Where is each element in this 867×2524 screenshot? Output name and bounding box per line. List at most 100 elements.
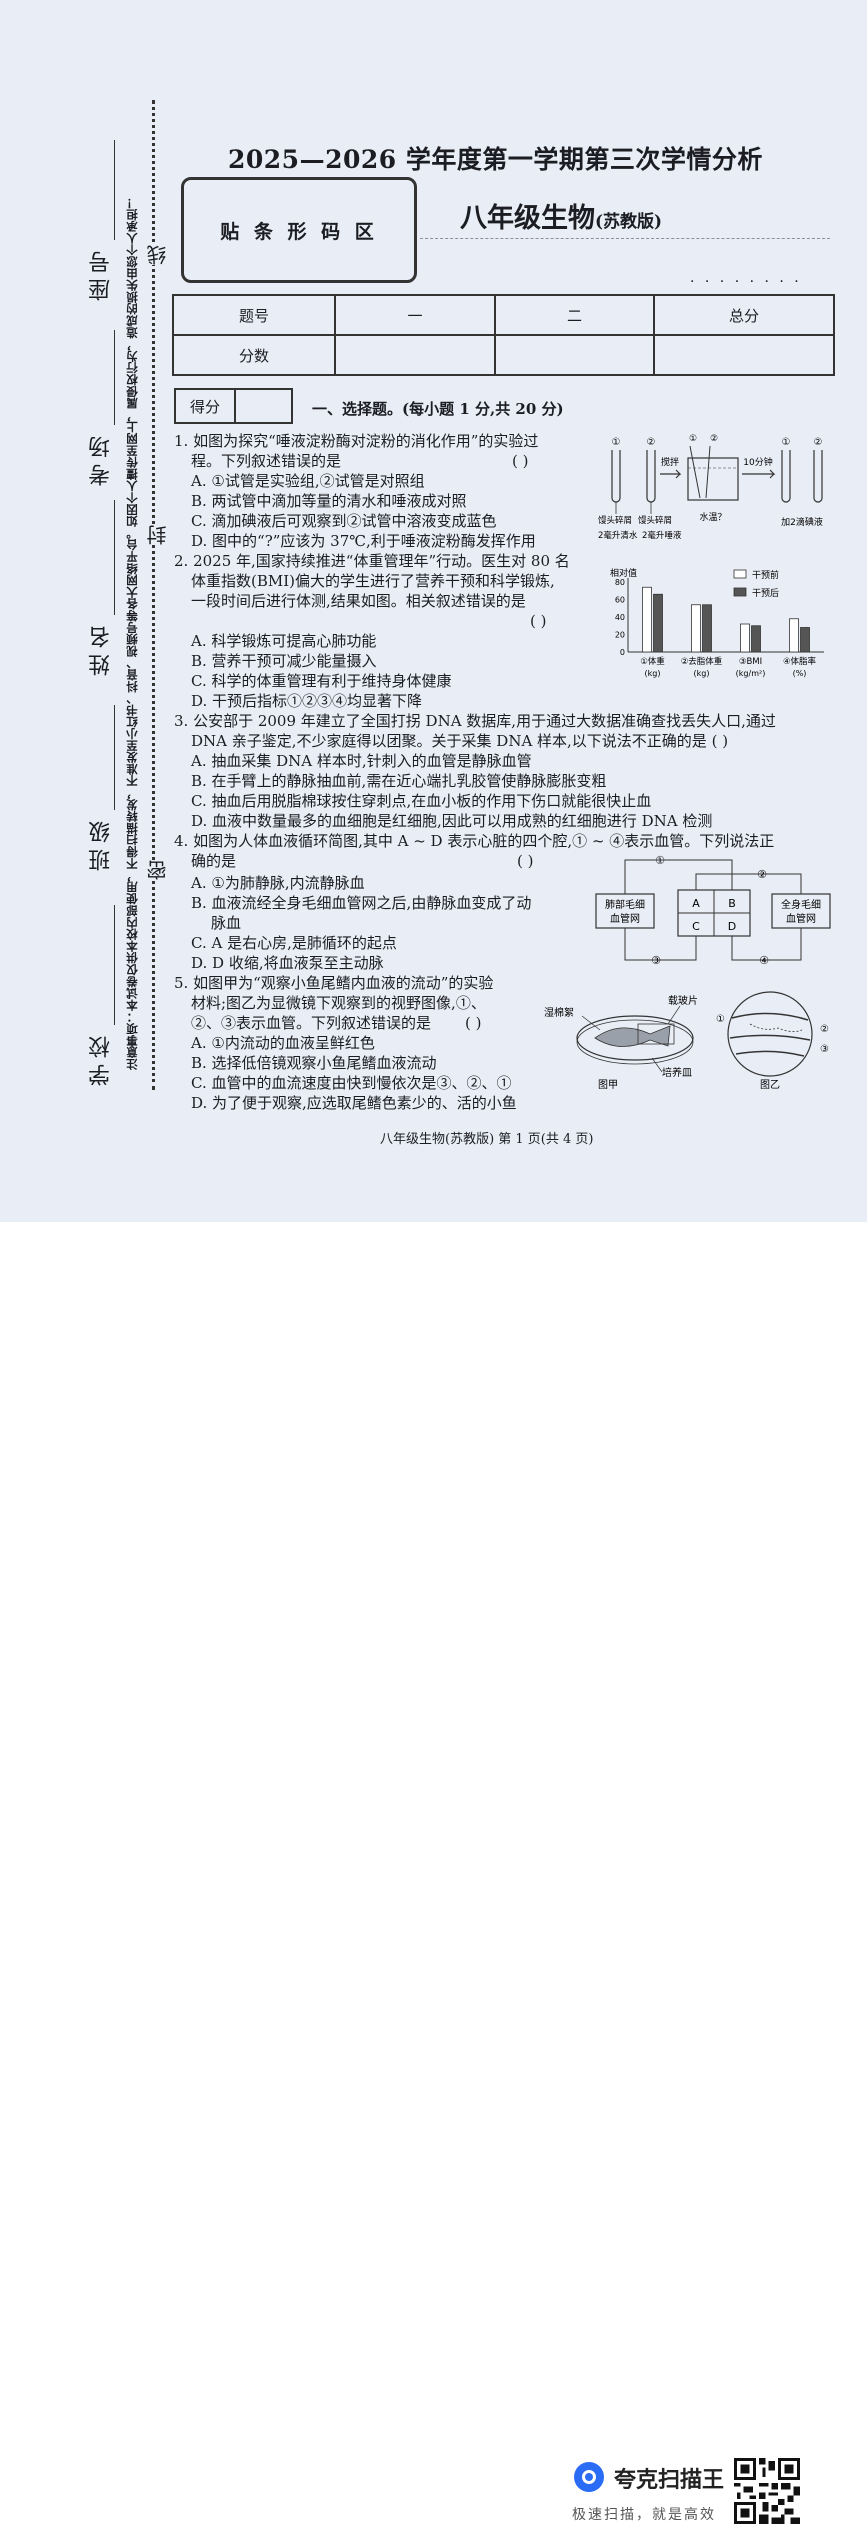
fig-tube-label: ② <box>814 437 823 448</box>
slide <box>637 1023 675 1045</box>
class-label: 班级 <box>89 815 114 871</box>
fig-tube-label: ② <box>710 434 718 444</box>
q1-option-c: C. 滴加碘液后可观察到②试管中溶液变成蓝色 <box>191 512 497 530</box>
q5-option-b: B. 选择低倍镜观察小鱼尾鳍血液流动 <box>191 1054 437 1072</box>
x-tick-label: ④体脂率 <box>783 656 817 667</box>
y-tick-label: 20 <box>615 631 625 640</box>
y-tick-label: 40 <box>615 613 625 622</box>
bmi-chart: 相对值020406080①体重(kg)②去脂体重(kg)③BMI(kg/m²)④… <box>610 567 824 678</box>
legend-label: 干预前 <box>752 569 779 581</box>
score-cell[interactable] <box>494 334 655 376</box>
q4-option-b: B. 血液流经全身毛细血管网之后,由静脉血变成了动 <box>191 894 532 912</box>
stir-label: 搅拌 <box>661 456 679 468</box>
q3-option-a: A. 抽血采集 DNA 样本时,针刺入的血管是静脉血管 <box>191 752 532 770</box>
fig-yi-caption: 图乙 <box>760 1079 780 1091</box>
q4-bracket: ( ) <box>517 852 534 870</box>
header-dashes <box>420 238 830 285</box>
q1-option-a: A. ①试管是实验组,②试管是对照组 <box>191 472 425 490</box>
q5-line3: ②、③表示血管。下列叙述错误的是 <box>191 1014 432 1032</box>
q1-bracket: ( ) <box>512 452 529 470</box>
body-label: 血管网 <box>786 912 816 925</box>
chart-bar <box>740 623 750 653</box>
defen-blank[interactable] <box>236 390 291 422</box>
q5-option-c: C. 血管中的血流速度由快到慢依次是③、②、① <box>191 1074 512 1092</box>
q3-option-b: B. 在手臂上的静脉抽血前,需在近心端扎乳胶管使静脉膨胀变粗 <box>191 772 607 790</box>
crumb-label: 馒头碎屑 <box>638 515 672 526</box>
chart-bar <box>653 593 663 653</box>
crumb-label: 馒头碎屑 <box>598 515 632 526</box>
q4-option-c: C. A 是右心房,是肺循环的起点 <box>191 934 397 952</box>
q1-line1: 1. 如图为探究“唾液淀粉酶对淀粉的消化作用”的实验过 <box>174 432 539 450</box>
arrow <box>742 469 776 479</box>
body-label: 全身毛细 <box>781 898 821 911</box>
fig-jia-caption: 图甲 <box>598 1079 618 1091</box>
seat-label: 座号 <box>89 245 114 301</box>
name-label: 姓名 <box>89 620 114 676</box>
vessel-1-label: ① <box>655 854 665 867</box>
score-table-row: 题号 一 二 总分 <box>172 294 835 336</box>
fig-tube-label: ① <box>689 434 697 444</box>
score-cell: 分数 <box>172 334 336 376</box>
q1-figure: ① ② 搅拌 ① ② 水温？ 10分钟 ① ② 加2滴碘液 馒头碎屑 馒头碎屑 … <box>598 434 823 541</box>
edition: (苏教版) <box>595 212 663 232</box>
page-footer: 八年级生物(苏教版) 第 1 页(共 4 页) <box>380 1132 594 1147</box>
test-tube <box>781 450 791 503</box>
q3-line2: DNA 亲子鉴定,不少家庭得以团聚。关于采集 DNA 样本,以下说法不正确的是 … <box>191 732 729 750</box>
vessel-3 <box>624 928 697 961</box>
wait-label: 10分钟 <box>743 456 772 468</box>
tubes-in-bath <box>689 445 711 499</box>
seal-feng: 封 <box>143 525 172 545</box>
saliva-amount-label: 2毫升唾液 <box>642 530 682 541</box>
q4-line1: 4. 如图为人体血液循环简图,其中 A ~ D 表示心脏的四个腔,① ~ ④表示… <box>174 832 775 850</box>
q4-option-a: A. ①为肺静脉,内流静脉血 <box>191 874 365 892</box>
pointer-line <box>667 1005 681 1025</box>
y-axis-title: 相对值 <box>610 567 637 579</box>
x-tick-unit: (kg) <box>645 669 661 678</box>
school-field-line <box>114 905 115 1025</box>
chart-bar <box>691 604 701 653</box>
score-cell[interactable] <box>334 334 496 376</box>
q4-option-d: D. D 收缩,将血液泵至主动脉 <box>191 954 384 972</box>
chart-bar <box>751 625 761 653</box>
q5-line2: 材料;图乙为显微镜下观察到的视野图像,①、 <box>191 994 486 1012</box>
vessel-capillary <box>749 1023 803 1032</box>
water-bath <box>687 457 739 501</box>
chamber-a: A <box>692 897 700 910</box>
vessel-2-label: ② <box>820 1024 829 1035</box>
circulation-figure: 肺部毛细 血管网 全身毛细 血管网 A B C D ① ② ③ ④ <box>595 854 831 967</box>
q5-option-a: A. ①内流动的血液呈鲜红色 <box>191 1034 375 1052</box>
room-field-line <box>114 330 115 425</box>
app-slogan: 极速扫描，就是高效 <box>572 2507 716 2523</box>
petri-dish <box>576 1015 694 1061</box>
chamber-b: B <box>728 897 736 910</box>
defen-label: 得分 <box>176 390 236 422</box>
quark-logo-icon <box>574 2462 604 2492</box>
app-brand: 夸克扫描王 <box>614 2468 725 2493</box>
vessel-4-label: ④ <box>759 954 769 967</box>
qr-code-icon[interactable] <box>734 2458 800 2524</box>
legend-swatch <box>733 587 747 597</box>
vessel-artery <box>731 1012 809 1021</box>
vessel-1 <box>624 859 733 894</box>
vessel-4 <box>731 928 802 961</box>
test-tube <box>813 450 823 503</box>
seat-field-line <box>114 140 115 240</box>
section-heading: 一、选择题。(每小题 1 分,共 20 分) <box>312 400 564 418</box>
scanner-app-bar: 夸克扫描王 极速扫描，就是高效 <box>0 1222 867 2524</box>
legend-label: 干预后 <box>752 588 779 599</box>
score-cell[interactable] <box>653 334 835 376</box>
vessel-vein <box>729 1034 811 1041</box>
x-tick-unit: (%) <box>793 669 807 678</box>
q2-option-b: B. 营养干预可减少能量摄入 <box>191 652 377 670</box>
x-tick-label: ③BMI <box>739 657 762 667</box>
q2-line2: 体重指数(BMI)偏大的学生进行了营养干预和科学锻炼, <box>191 572 555 590</box>
fish <box>594 1025 671 1047</box>
q2-option-a: A. 科学锻炼可提高心肺功能 <box>191 632 377 650</box>
pointer-line <box>581 1015 601 1031</box>
q2-line1: 2. 2025 年,国家持续推进“体重管理年”行动。医生对 80 名 <box>174 552 570 570</box>
chart-bar <box>642 586 652 653</box>
vessel-2-label: ② <box>757 868 767 881</box>
microscope-field <box>727 991 813 1077</box>
subject-title: 八年级生物(苏教版) <box>460 196 662 235</box>
notice-text: 注意事项：本试卷仅供本校内部使用，不得扫描转发，不准发至小红书、抖音、视频号等各… <box>125 196 139 1070</box>
